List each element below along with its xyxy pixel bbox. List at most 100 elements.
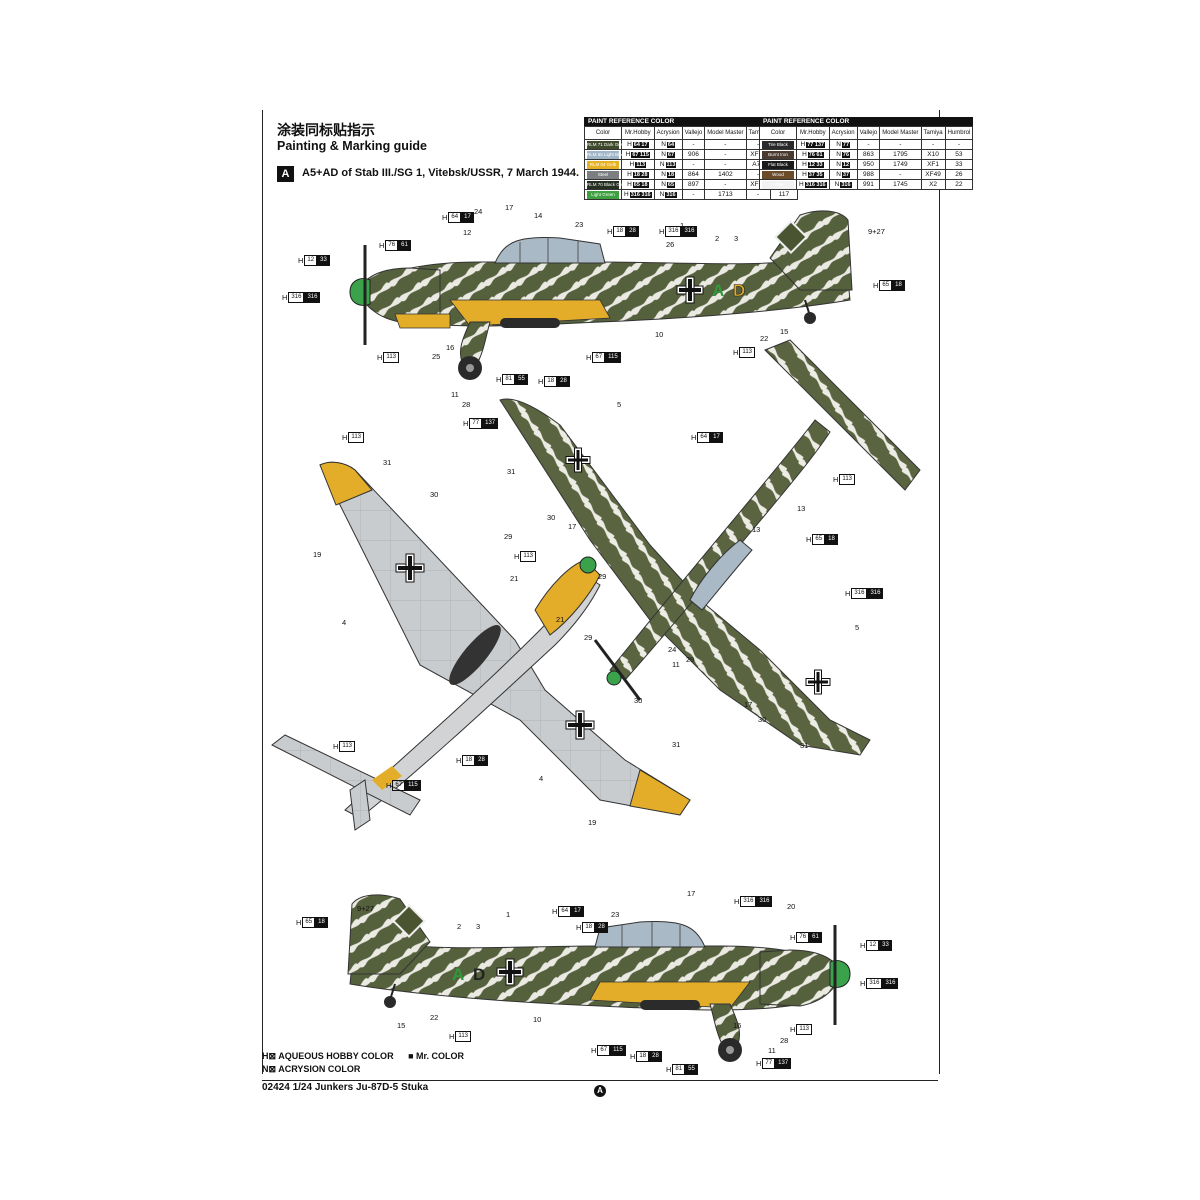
color-code-prefix: H — [298, 256, 304, 265]
side-view-right-profile — [347, 894, 851, 1062]
color-code-number: 28 — [626, 226, 639, 237]
color-code-prefix: H — [449, 1032, 455, 1041]
color-swatch: White — [762, 180, 794, 189]
callout-number: 11 — [451, 390, 459, 399]
callout-number: 2 — [457, 922, 462, 931]
color-code-prefix: H — [456, 756, 462, 765]
callout-number: 28 — [780, 1036, 789, 1045]
color-code-prefix: H — [733, 348, 739, 357]
color-code-prefix: H — [463, 419, 469, 428]
callout-number: 30 — [547, 513, 556, 522]
callout-number: 29 — [598, 572, 607, 581]
color-code-prefix: H — [552, 907, 558, 916]
color-code-number: 28 — [557, 376, 570, 387]
callout-number: 30 — [430, 490, 439, 499]
color-swatch: Wood — [762, 170, 794, 179]
callout-number: 19 — [313, 550, 322, 559]
color-code-prefix: H — [296, 918, 302, 927]
color-code-number: 61 — [809, 932, 822, 943]
color-code-number: 316 — [288, 292, 305, 303]
model-master-cell: 1745 — [879, 179, 922, 190]
callout-number: 3 — [476, 922, 481, 931]
plan-view-topside — [499, 339, 921, 756]
color-code-prefix: H — [342, 433, 348, 442]
color-code-prefix: H — [377, 353, 383, 362]
callout-number: 20 — [787, 902, 796, 911]
color-code-number: 113 — [339, 741, 355, 752]
color-code-prefix: H — [860, 979, 866, 988]
callout-number: 29 — [686, 655, 695, 664]
page-frame — [262, 110, 940, 1074]
color-swatch: RLM 71 Dark Green — [587, 140, 628, 149]
color-code-prefix: H — [666, 1065, 672, 1074]
color-code-number: 316 — [304, 292, 321, 303]
callout-number: 23 — [575, 220, 584, 229]
fuselage-letter-a: A — [712, 281, 724, 300]
color-swatch: Steel — [587, 170, 619, 179]
callout-number: 9+27 — [868, 227, 885, 236]
model-master-cell: 1713 — [704, 189, 747, 200]
color-code-number: 18 — [544, 376, 558, 387]
callout-number: 11 — [768, 1046, 776, 1055]
humbrol-cell: 22 — [944, 179, 974, 190]
fuselage-letter-d: D — [733, 281, 745, 300]
color-code-number: 81 — [502, 374, 516, 385]
callout-number: 22 — [760, 334, 769, 343]
callout-number: 16 — [446, 343, 455, 352]
callout-number: 15 — [780, 327, 789, 336]
callout-number: 31 — [383, 458, 392, 467]
color-code-number: 115 — [405, 780, 421, 791]
color-code-prefix: H — [496, 375, 502, 384]
callout-number: 1 — [680, 221, 684, 230]
color-swatch: RLM 65 Light Blue — [587, 150, 625, 159]
color-code-prefix: H — [282, 293, 288, 302]
callout-number: 31 — [507, 467, 516, 476]
color-code-number: 316 — [740, 896, 757, 907]
color-code-number: 55 — [515, 374, 528, 385]
color-swatch: RLM 70 Black Green — [587, 180, 629, 189]
callout-number: 29 — [504, 532, 513, 541]
color-code-prefix: H — [586, 353, 592, 362]
callout-number: 31 — [672, 740, 681, 749]
color-code-number: 33 — [317, 255, 330, 266]
callout-number: 25 — [432, 352, 441, 361]
color-code-prefix: H — [386, 781, 392, 790]
tamiya-cell: X2 — [920, 179, 946, 190]
color-code-number: 77 — [469, 418, 483, 429]
color-code-prefix: H — [873, 281, 879, 290]
callout-number: 1 — [506, 910, 511, 919]
color-code-prefix: H — [734, 897, 740, 906]
callout-number: 12 — [463, 228, 472, 237]
color-code-number: 316 — [867, 588, 884, 599]
color-code-number: 12 — [866, 940, 880, 951]
color-swatch: Light Green — [587, 190, 619, 199]
color-code-prefix: H — [333, 742, 339, 751]
color-code-prefix: H — [659, 227, 665, 236]
color-code-number: 113 — [796, 1024, 812, 1035]
color-code-prefix: H — [833, 475, 839, 484]
humbrol-cell: 117 — [769, 189, 799, 200]
color-code-prefix: H — [607, 227, 613, 236]
color-code-number: 81 — [672, 1064, 686, 1075]
color-swatch-cell: White — [759, 179, 797, 190]
color-swatch: Burnt Iron — [762, 150, 794, 159]
callout-number: 17 — [744, 700, 753, 709]
